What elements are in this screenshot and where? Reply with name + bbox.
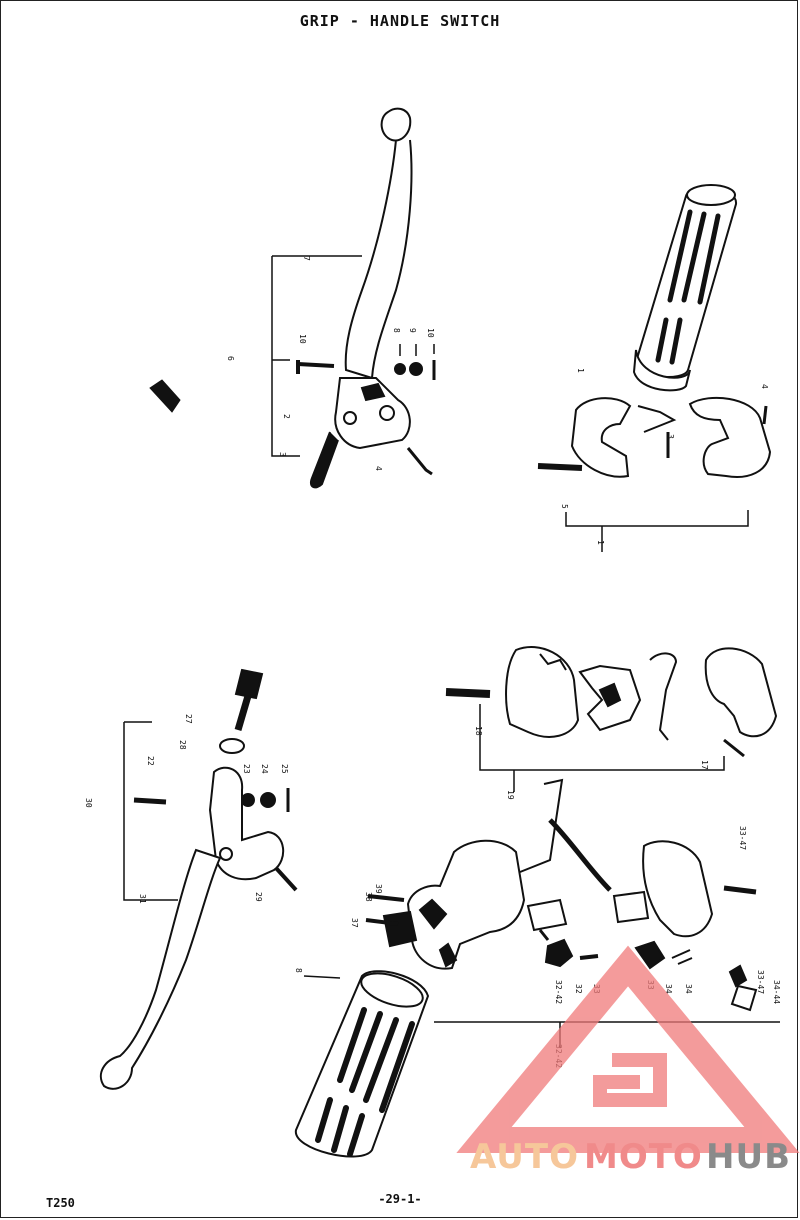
brake-lever-bracket bbox=[208, 766, 284, 881]
upper-left-labels: 7 6 10 8 9 10 2 3 4 bbox=[226, 256, 435, 471]
label-r4: 4 bbox=[760, 384, 769, 389]
label-3: 3 bbox=[278, 452, 287, 457]
lower-left-labels: 27 28 22 30 23 24 25 31 29 bbox=[84, 714, 289, 904]
pivot-bolt-27 bbox=[234, 668, 264, 700]
watermark-triangle-icon bbox=[456, 945, 800, 1153]
label-2: 2 bbox=[282, 414, 291, 419]
nut-8 bbox=[394, 363, 406, 375]
housing-screw bbox=[537, 463, 583, 471]
label-37: 37 bbox=[350, 918, 359, 928]
label-6: 6 bbox=[226, 356, 235, 361]
label-8: 8 bbox=[294, 968, 303, 973]
label-25: 25 bbox=[280, 764, 289, 774]
label-19: 19 bbox=[506, 790, 515, 800]
watermark-hub: HUB bbox=[706, 1137, 791, 1177]
label-22: 22 bbox=[146, 756, 155, 766]
handle-switch-body bbox=[406, 839, 526, 970]
label-38: 38 bbox=[364, 892, 373, 902]
label-17: 17 bbox=[700, 760, 709, 770]
label-31: 31 bbox=[138, 894, 147, 904]
label-34-44: 34-44 bbox=[772, 980, 781, 1004]
switch-housing-lower bbox=[642, 840, 714, 938]
model-code: T250 bbox=[46, 1196, 75, 1210]
throttle-housing-upper bbox=[570, 397, 632, 478]
label-18: 18 bbox=[474, 726, 483, 736]
label-8: 8 bbox=[392, 328, 401, 333]
label-r2: 1 bbox=[596, 540, 605, 545]
watermark-auto: AUTO bbox=[470, 1137, 579, 1177]
brake-lever-blade bbox=[99, 848, 222, 1090]
switch-housing-upper bbox=[505, 645, 580, 738]
label-r5: 5 bbox=[560, 504, 569, 509]
upper-left-lever-assembly bbox=[271, 107, 436, 489]
upper-right-labels: 1 4 3 5 1 bbox=[560, 368, 769, 545]
label-32: 32 bbox=[574, 984, 583, 994]
label-r3: 3 bbox=[666, 434, 675, 439]
label-28: 28 bbox=[178, 740, 187, 750]
label-10b: 10 bbox=[426, 328, 435, 338]
washer-26 bbox=[219, 738, 245, 754]
label-27: 27 bbox=[184, 714, 193, 724]
label-10: 10 bbox=[298, 334, 307, 344]
label-29: 29 bbox=[254, 892, 263, 902]
clutch-lever-blade bbox=[344, 107, 413, 380]
label-30: 30 bbox=[84, 798, 93, 808]
label-33-47b: 33-47 bbox=[756, 970, 765, 994]
watermark-text: AUTO MOTO HUB bbox=[470, 1137, 791, 1177]
lower-right-switch-assembly bbox=[294, 645, 780, 1158]
adjuster-screw bbox=[310, 431, 339, 489]
page-title: GRIP - HANDLE SWITCH bbox=[299, 12, 501, 30]
lower-left-lever-assembly bbox=[99, 668, 298, 1090]
pivot-bolt bbox=[296, 360, 335, 374]
watermark-moto: MOTO bbox=[584, 1137, 703, 1177]
lever-bracket bbox=[334, 377, 411, 450]
switch-cap-right bbox=[704, 647, 778, 738]
nut-9 bbox=[409, 362, 423, 376]
upper-right-throttle-assembly bbox=[537, 184, 772, 552]
label-33-47: 33-47 bbox=[738, 826, 747, 850]
label-9: 9 bbox=[408, 328, 417, 333]
label-7: 7 bbox=[302, 256, 311, 261]
label-r1: 1 bbox=[576, 368, 585, 373]
throttle-housing-lower bbox=[688, 396, 772, 478]
label-4: 4 bbox=[374, 466, 383, 471]
label-32-42: 32-42 bbox=[554, 980, 563, 1004]
label-23: 23 bbox=[242, 764, 251, 774]
cable-end-piece bbox=[149, 379, 181, 413]
label-39: 39 bbox=[374, 884, 383, 894]
watermark-logo bbox=[456, 945, 800, 1153]
label-24: 24 bbox=[260, 764, 269, 774]
label-34: 34 bbox=[664, 984, 673, 994]
label-34b: 34 bbox=[684, 984, 693, 994]
page-number: -29-1- bbox=[378, 1192, 422, 1206]
